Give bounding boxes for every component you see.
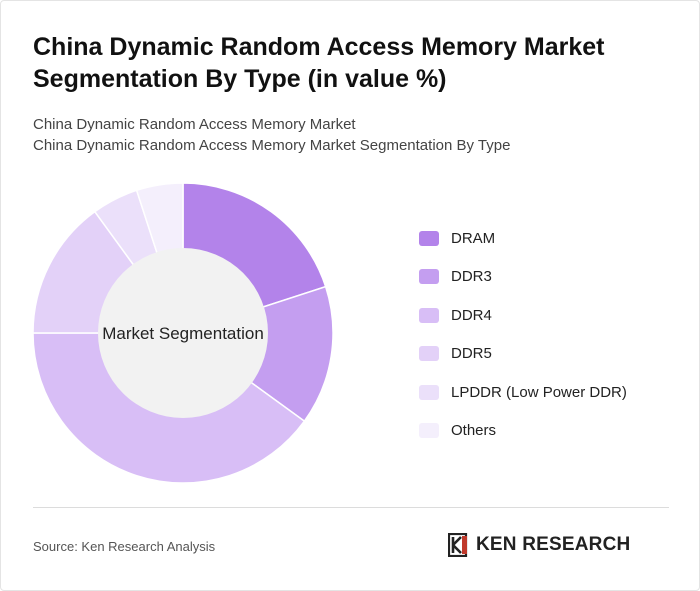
- legend-item-dram: DRAM: [419, 227, 627, 249]
- subtitle-line-1: China Dynamic Random Access Memory Marke…: [33, 116, 356, 133]
- ken-research-logo: KEN RESEARCH: [448, 532, 630, 558]
- legend-swatch-ddr5: [419, 346, 439, 362]
- legend-label-ddr5: DDR5: [451, 345, 492, 363]
- legend-swatch-dram: [419, 230, 439, 246]
- legend-swatch-ddr3: [419, 269, 439, 285]
- legend-item-others: Others: [419, 420, 627, 442]
- donut-chart: Market Segmentation: [32, 182, 334, 484]
- legend-label-dram: DRAM: [451, 229, 496, 247]
- chart-subtitle: China Dynamic Random Access Memory Marke…: [33, 114, 653, 156]
- legend-label-ddr3: DDR3: [451, 268, 492, 286]
- ken-research-logo-text: KEN RESEARCH: [476, 534, 631, 555]
- legend-swatch-ddr4: [419, 307, 439, 323]
- subtitle-line-2: China Dynamic Random Access Memory Marke…: [33, 137, 511, 154]
- legend-label-lpddr-low-power-ddr: LPDDR (Low Power DDR): [451, 383, 627, 401]
- legend-item-ddr3: DDR3: [419, 266, 627, 288]
- legend-swatch-lpddr-low-power-ddr: [419, 384, 439, 400]
- legend-swatch-others: [419, 423, 439, 439]
- chart-title: China Dynamic Random Access Memory Marke…: [33, 33, 605, 93]
- legend-item-ddr5: DDR5: [419, 343, 627, 365]
- source-note: Source: Ken Research Analysis: [33, 539, 216, 554]
- legend-label-others: Others: [451, 422, 497, 440]
- donut-hole: [98, 248, 268, 418]
- donut-center-label: Market Segmentation: [102, 324, 264, 343]
- legend-label-ddr4: DDR4: [451, 306, 492, 324]
- footer-divider: [33, 507, 669, 508]
- legend-item-lpddr-low-power-ddr: LPDDR (Low Power DDR): [419, 381, 627, 403]
- ken-research-logo-icon: [448, 533, 468, 557]
- legend-item-ddr4: DDR4: [419, 304, 627, 326]
